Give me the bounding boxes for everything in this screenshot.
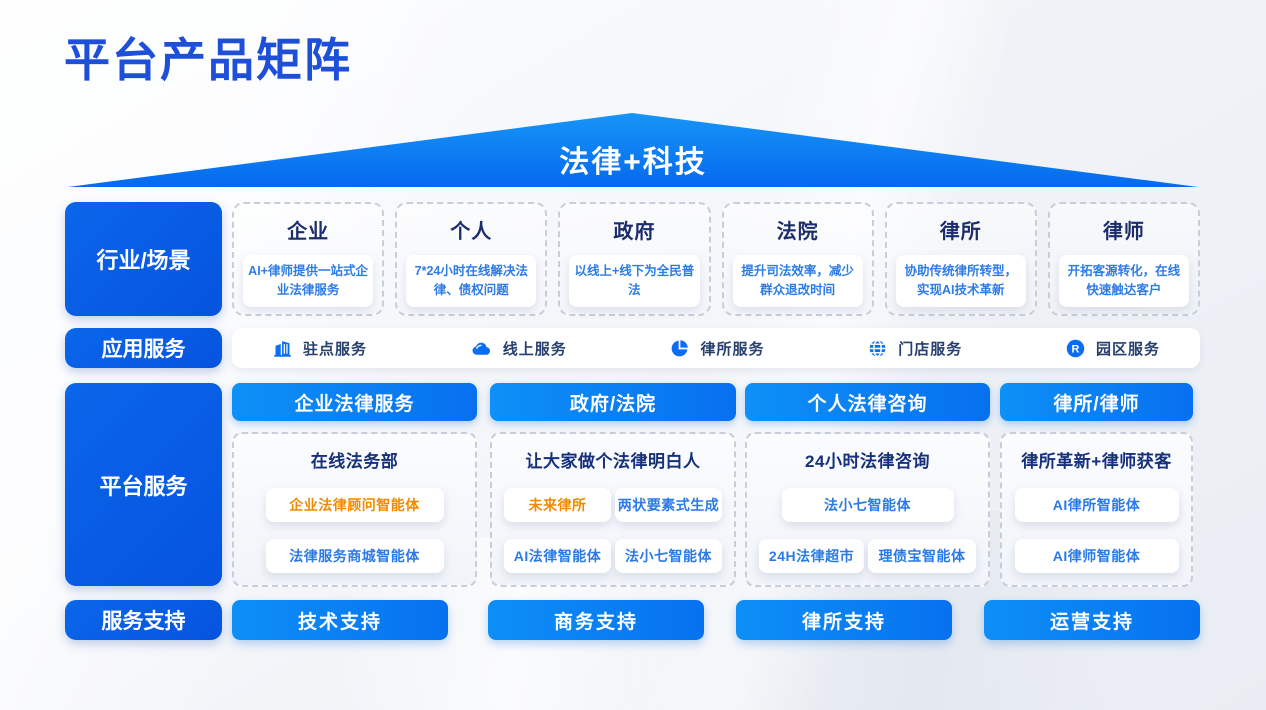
support-button-operations: 运营支持	[984, 600, 1200, 640]
service-item-online: 线上服务	[470, 337, 567, 360]
scenario-title: 政府	[613, 221, 656, 243]
scenario-title: 企业	[287, 221, 330, 243]
product-pill: 未来律所	[504, 488, 611, 522]
product-pill: 法小七智能体	[615, 539, 722, 573]
scenario-desc: 以线上+线下为全民普法	[569, 255, 700, 307]
column-header: 律所/律师	[1000, 383, 1193, 421]
product-pill: 24H法律超市	[759, 539, 864, 573]
scenario-desc: 7*24小时在线解决法律、债权问题	[406, 255, 537, 307]
service-label: 门店服务	[898, 340, 963, 358]
product-pill: 法律服务商城智能体	[265, 539, 444, 573]
sidebar-item-support: 服务支持	[65, 600, 222, 640]
product-pill: AI律师智能体	[1014, 539, 1179, 573]
product-pill: AI法律智能体	[504, 539, 611, 573]
page-title: 平台产品矩阵	[64, 34, 352, 86]
cloud-icon	[470, 337, 493, 360]
support-button-tech: 技术支持	[232, 600, 448, 640]
scenario-row: 企业 AI+律师提供一站式企业法律服务 个人 7*24小时在线解决法律、债权问题…	[232, 202, 1200, 316]
column-header: 政府/法院	[490, 383, 736, 421]
registered-icon: R	[1065, 338, 1086, 359]
roof-label: 法律+科技	[559, 146, 707, 179]
service-item-park: R 园区服务	[1065, 338, 1160, 359]
product-pill: AI律所智能体	[1014, 488, 1179, 522]
scenario-card-enterprise: 企业 AI+律师提供一站式企业法律服务	[232, 202, 385, 316]
column-card: 律所革新+律师获客 AI律所智能体 AI律师智能体	[1000, 432, 1193, 587]
support-button-business: 商务支持	[488, 600, 704, 640]
column-card-title: 在线法务部	[310, 452, 399, 471]
platform-column-lawfirm-lawyer: 律所/律师 律所革新+律师获客 AI律所智能体 AI律师智能体	[1000, 383, 1193, 587]
scenario-desc: AI+律师提供一站式企业法律服务	[243, 255, 374, 307]
scenario-desc: 提升司法效率，减少群众退改时间	[732, 255, 863, 307]
platform-column-government-court: 政府/法院 让大家做个法律明白人 未来律所 两状要素式生成 AI法律智能体 法小…	[490, 383, 736, 587]
column-card-title: 让大家做个法律明白人	[525, 452, 701, 471]
building-icon	[272, 338, 293, 359]
pie-chart-icon	[669, 338, 690, 359]
product-pill: 理债宝智能体	[868, 539, 976, 573]
service-item-lawfirm: 律所服务	[669, 338, 764, 359]
column-card: 在线法务部 企业法律顾问智能体 法律服务商城智能体	[232, 432, 477, 587]
support-button-lawfirm: 律所支持	[736, 600, 952, 640]
scenario-desc: 开拓客源转化，在线快速触达客户	[1058, 255, 1189, 307]
roof-shape	[68, 113, 1198, 187]
platform-column-personal: 个人法律咨询 24小时法律咨询 法小七智能体 24H法律超市 理债宝智能体	[745, 383, 990, 587]
product-pill: 企业法律顾问智能体	[265, 488, 444, 522]
column-header: 个人法律咨询	[745, 383, 990, 421]
platform-column-enterprise: 企业法律服务 在线法务部 企业法律顾问智能体 法律服务商城智能体	[232, 383, 477, 587]
service-label: 律所服务	[700, 340, 765, 358]
scenario-title: 律师	[1102, 221, 1145, 243]
service-item-store: 门店服务	[867, 338, 962, 359]
column-card-title: 24小时法律咨询	[805, 452, 930, 471]
service-label: 驻点服务	[303, 340, 368, 358]
service-label: 线上服务	[502, 340, 567, 358]
sidebar-item-industry: 行业/场景	[65, 202, 222, 316]
column-header: 企业法律服务	[232, 383, 477, 421]
scenario-title: 律所	[939, 221, 982, 243]
scenario-title: 个人	[450, 221, 493, 243]
service-item-onsite: 驻点服务	[272, 338, 367, 359]
scenario-card-court: 法院 提升司法效率，减少群众退改时间	[721, 202, 874, 316]
service-label: 园区服务	[1095, 340, 1160, 358]
column-card: 24小时法律咨询 法小七智能体 24H法律超市 理债宝智能体	[745, 432, 990, 587]
scenario-title: 法院	[776, 221, 819, 243]
product-pill: 两状要素式生成	[615, 488, 722, 522]
scenario-card-lawyer: 律师 开拓客源转化，在线快速触达客户	[1047, 202, 1200, 316]
sidebar-item-platform: 平台服务	[65, 383, 222, 586]
scenario-desc: 协助传统律所转型，实现AI技术革新	[895, 255, 1026, 307]
svg-text:R: R	[1071, 343, 1079, 355]
column-card: 让大家做个法律明白人 未来律所 两状要素式生成 AI法律智能体 法小七智能体	[490, 432, 736, 587]
sidebar-item-app-services: 应用服务	[65, 328, 222, 368]
scenario-card-lawfirm: 律所 协助传统律所转型，实现AI技术革新	[884, 202, 1037, 316]
scenario-card-government: 政府 以线上+线下为全民普法	[558, 202, 711, 316]
globe-icon	[867, 338, 888, 359]
column-card-title: 律所革新+律师获客	[1021, 452, 1172, 471]
product-pill: 法小七智能体	[781, 488, 954, 522]
app-services-bar: 驻点服务 线上服务 律所服务	[232, 328, 1200, 368]
scenario-card-individual: 个人 7*24小时在线解决法律、债权问题	[395, 202, 548, 316]
